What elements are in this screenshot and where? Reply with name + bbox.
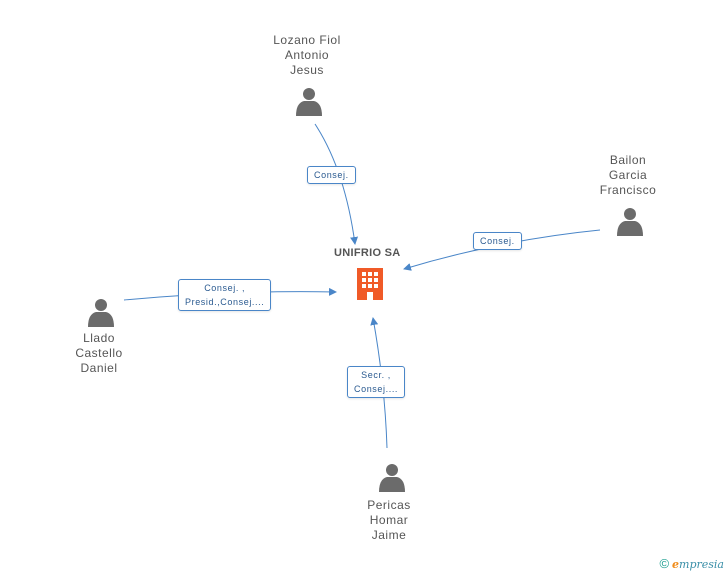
edge-label-line: Consej. <box>480 236 515 246</box>
person-icon-llado[interactable] <box>88 299 114 327</box>
person-name-pericas[interactable]: Pericas Homar Jaime <box>329 498 449 543</box>
edge-label-pericas[interactable]: Secr. , Consej.... <box>347 366 406 398</box>
person-name-line: Francisco <box>599 183 657 197</box>
person-name-bailon[interactable]: Bailon Garcia Francisco <box>568 153 688 198</box>
person-icon-lozano[interactable] <box>296 88 322 116</box>
edge-lozano[interactable] <box>314 123 359 245</box>
person-name-line: Castello <box>75 346 123 360</box>
edge-label-line: Consej.... <box>354 384 399 394</box>
edge-label-line: Presid.,Consej.... <box>185 297 265 307</box>
person-name-line: Bailon <box>609 153 647 167</box>
person-name-line: Homar <box>369 513 409 527</box>
person-name-line: Pericas <box>367 498 411 512</box>
person-name-line: Jaime <box>371 528 407 542</box>
edge-label-line: Consej. <box>314 170 349 180</box>
person-icon-pericas[interactable] <box>379 464 405 492</box>
person-name-lozano[interactable]: Lozano Fiol Antonio Jesus <box>247 33 367 78</box>
person-name-line: Antonio <box>284 48 330 62</box>
edge-label-lozano[interactable]: Consej. <box>307 166 356 184</box>
empresia-logo-text: mpresia <box>679 558 724 571</box>
person-name-line: Garcia <box>608 168 648 182</box>
person-name-llado[interactable]: Llado Castello Daniel <box>39 331 159 376</box>
person-name-line: Jesus <box>290 63 324 77</box>
person-name-line: Llado <box>83 331 115 345</box>
person-icon-bailon[interactable] <box>617 208 643 236</box>
building-icon[interactable] <box>357 268 383 300</box>
person-name-line: Daniel <box>80 361 118 375</box>
empresia-logo-initial: e <box>672 558 680 571</box>
edge-label-line: Secr. , <box>361 370 391 380</box>
person-name-line: Lozano Fiol <box>273 33 341 47</box>
edge-label-llado[interactable]: Consej. , Presid.,Consej.... <box>178 279 272 311</box>
empresia-footer[interactable]: ©empresia <box>659 556 724 571</box>
copyright-icon: © <box>659 556 670 571</box>
edge-label-line: Consej. , <box>204 283 246 293</box>
edge-label-bailon[interactable]: Consej. <box>473 232 522 250</box>
company-name[interactable]: UNIFRIO SA <box>334 247 401 259</box>
